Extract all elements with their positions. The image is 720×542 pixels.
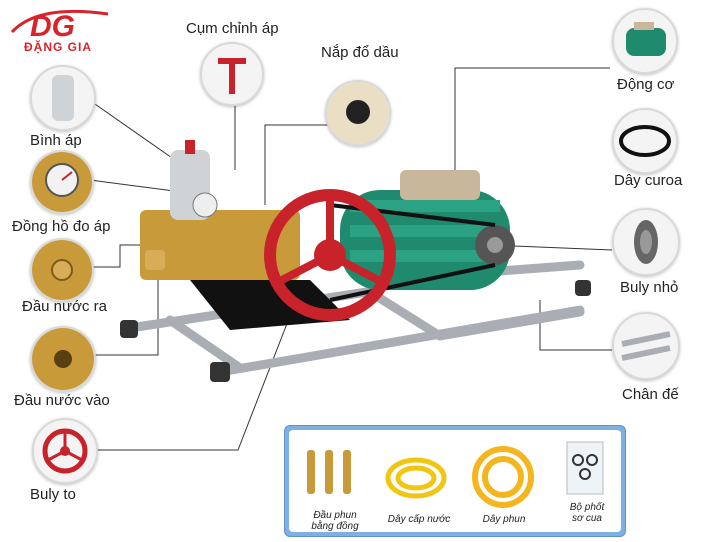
label-nap-do-dau: Nắp đổ dầu <box>321 44 399 61</box>
base-stand-icon <box>621 331 671 361</box>
line-binh-ap <box>91 101 176 161</box>
water-inlet-thumbnail <box>30 326 96 392</box>
label-day-curoa: Dây curoa <box>614 172 683 189</box>
big-pulley <box>264 189 396 321</box>
logo-monogram: DG <box>30 10 75 43</box>
line-dau-nuoc-vao <box>95 270 159 356</box>
small-pulley-icon <box>634 220 658 264</box>
motor-icon <box>626 22 666 56</box>
water-outlet-icon <box>32 240 92 300</box>
pump-block <box>140 140 350 330</box>
base-stand-thumbnail <box>612 312 680 380</box>
label-binh-ap: Bình áp <box>30 132 82 149</box>
accessory-spray-hose-label: Dây phun <box>482 514 526 525</box>
label-buly-to: Buly to <box>30 486 76 503</box>
water-inlet-icon <box>32 328 94 390</box>
accessories-panel: Đầu phun bằng đồng Dây cấp nước Dây phun… <box>284 425 626 537</box>
accessories-panel-inner: Đầu phun bằng đồng Dây cấp nước Dây phun… <box>289 430 621 532</box>
accessory-seal-kit-label: Bộ phốt sơ cua <box>557 502 617 524</box>
logo-mark: DG <box>10 9 109 43</box>
line-nap-do-dau <box>264 124 330 205</box>
water-outlet-thumbnail <box>30 238 94 302</box>
belt-thumbnail <box>612 108 678 174</box>
accessory-water-supply-hose-label: Dây cấp nước <box>387 514 451 525</box>
water-supply-hose-icon <box>385 457 447 499</box>
brass-nozzles-icon <box>307 450 351 494</box>
big-pulley-thumbnail <box>32 418 98 484</box>
pressure-tank-thumbnail <box>30 65 96 131</box>
label-dong-co: Động cơ <box>617 76 675 93</box>
label-dau-nuoc-vao: Đầu nước vào <box>14 392 110 409</box>
gauge-thumbnail <box>30 150 94 214</box>
label-cum-chinh-ap: Cụm chỉnh áp <box>186 20 279 37</box>
oil-cap-icon <box>327 82 389 144</box>
line-dong-co <box>454 67 610 185</box>
pressure-tank-icon <box>52 75 74 121</box>
label-dau-nuoc-ra: Đầu nước ra <box>22 298 107 315</box>
belt-icon <box>619 125 671 157</box>
small-pulley-thumbnail <box>612 208 680 276</box>
brand-logo: DG ĐẶNG GIA <box>8 6 118 58</box>
pressure-regulator-icon <box>218 58 246 94</box>
seal-kit-icon <box>566 441 604 495</box>
motor-thumbnail <box>612 8 678 74</box>
pump-machine-illustration <box>120 140 591 382</box>
pressure-regulator-thumbnail <box>200 42 264 106</box>
accessory-brass-nozzle-label: Đầu phun bằng đồng <box>295 510 375 532</box>
big-pulley-icon <box>42 428 88 474</box>
logo-text: ĐẶNG GIA <box>24 40 92 54</box>
spray-hose-icon <box>472 446 534 508</box>
accessory-seal-kit-line1: Bộ phốt <box>569 502 605 513</box>
label-chan-de: Chân đế <box>622 386 679 403</box>
accessory-brass-nozzle-line1: Đầu phun <box>313 510 357 521</box>
label-buly-nho: Buly nhỏ <box>620 279 679 296</box>
pressure-gauge-icon <box>32 152 92 212</box>
accessory-brass-nozzle-line2: bằng đồng <box>311 521 359 532</box>
label-dong-ho-do-ap: Đồng hồ đo áp <box>12 218 111 235</box>
accessory-seal-kit-line2: sơ cua <box>572 513 602 524</box>
line-buly-to <box>96 289 301 451</box>
oil-cap-thumbnail <box>325 80 391 146</box>
